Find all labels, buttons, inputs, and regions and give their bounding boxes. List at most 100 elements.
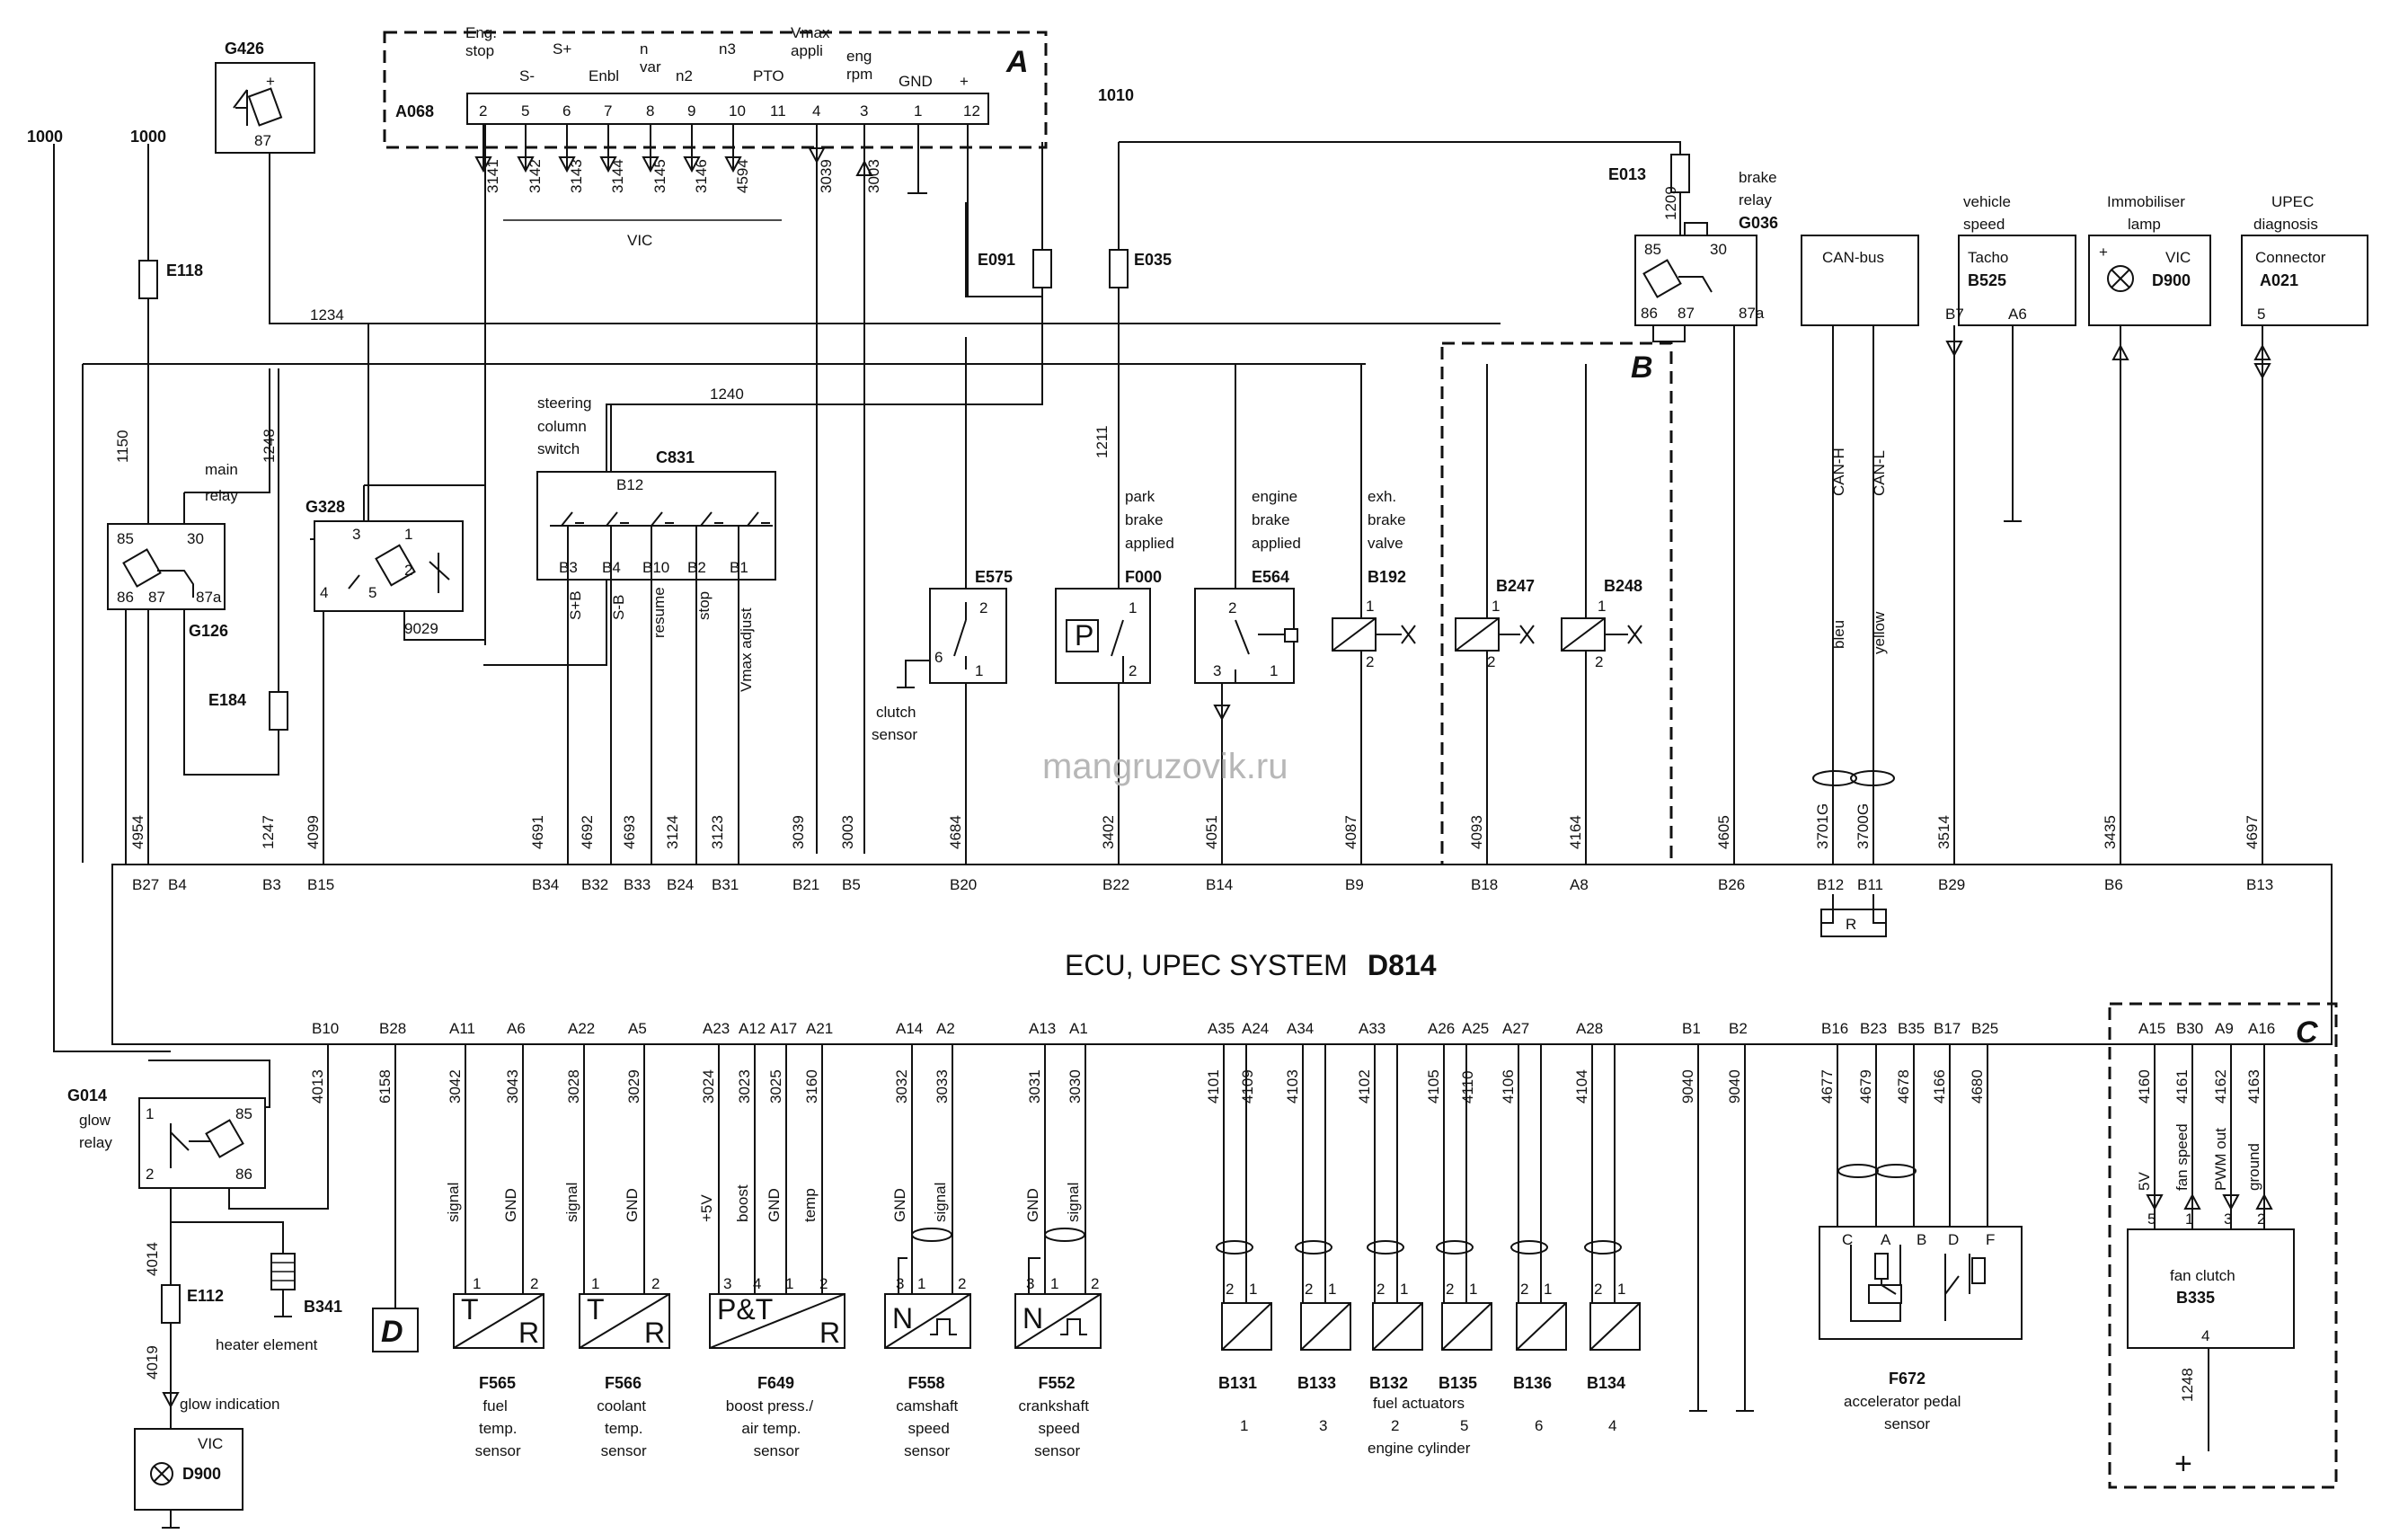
e118-label: E118 xyxy=(166,262,203,279)
f558-line-0: camshaft xyxy=(896,1397,958,1414)
ecu-wire-4697: 4697 xyxy=(2244,815,2261,849)
f552-pin-0: 3 xyxy=(1026,1275,1034,1292)
ecu-wire-3024-6: 3024 xyxy=(700,1069,717,1104)
tacho-title-2: speed xyxy=(1963,216,2005,233)
ecu-wire-4677-24: 4677 xyxy=(1819,1069,1836,1104)
wire-1209: 1209 xyxy=(1662,186,1679,220)
g328-pin-4: 4 xyxy=(320,584,328,601)
e564-title-1: engine xyxy=(1252,488,1297,505)
immobiliser-plus: + xyxy=(2099,244,2108,261)
ecu-pin-B10-0: B10 xyxy=(312,1020,339,1037)
a068-pin-12: 12 xyxy=(963,102,980,120)
b192-title-3: valve xyxy=(1368,535,1403,552)
a068-signal-8: Vmax xyxy=(791,24,830,41)
e013-label: E013 xyxy=(1608,165,1646,183)
ecu-pin-B21: B21 xyxy=(792,876,819,893)
ecu-pin-A17-8: A17 xyxy=(770,1020,797,1037)
arrow-3143 xyxy=(558,156,576,173)
wire-4019: 4019 xyxy=(144,1345,161,1379)
f566-line-2: sensor xyxy=(601,1442,647,1459)
B131-code: B131 xyxy=(1218,1374,1257,1392)
ecu-wire-3023-7: 3023 xyxy=(736,1069,753,1104)
b247-code: B247 xyxy=(1496,577,1535,595)
B133-code: B133 xyxy=(1297,1374,1336,1392)
f649-line-0: boost press./ xyxy=(726,1397,814,1414)
ecu-pin-A6-3: A6 xyxy=(507,1020,526,1037)
ecu-wire-3025-8: 3025 xyxy=(767,1069,784,1104)
bleu-label: bleu xyxy=(1830,620,1847,649)
fuse-e184: E184 xyxy=(208,691,288,731)
B136-pin-2: 2 xyxy=(1520,1281,1528,1298)
f558-line-2: sensor xyxy=(904,1442,950,1459)
g014-pin-1: 1 xyxy=(146,1105,154,1122)
ecu-wire-4162-31: 4162 xyxy=(2212,1069,2229,1104)
g014-pin-85: 85 xyxy=(235,1105,252,1122)
ecu-wire-6158-1: 6158 xyxy=(376,1069,394,1104)
f649-line-2: sensor xyxy=(754,1442,800,1459)
b247-pin-2: 2 xyxy=(1487,653,1495,670)
ecu-wire-4692: 4692 xyxy=(579,815,596,849)
f565-line-2: sensor xyxy=(475,1442,521,1459)
can-wires: CAN-H CAN-L bleu yellow xyxy=(1812,448,1895,786)
g328-pin-2: 2 xyxy=(404,562,412,579)
f558-signal-1: signal xyxy=(932,1183,949,1222)
c831-label-4: Vmax adjust xyxy=(738,607,755,692)
ecu-wire-1247: 1247 xyxy=(260,815,277,849)
f672-line-2: sensor xyxy=(1884,1415,1930,1432)
ecu-pin-B28-1: B28 xyxy=(379,1020,406,1037)
ecu-pin-A22-4: A22 xyxy=(568,1020,595,1037)
e564-pin-3: 3 xyxy=(1213,662,1221,679)
f552-pin-1: 1 xyxy=(1050,1275,1058,1292)
ecu-wire-4102-17: 4102 xyxy=(1356,1069,1373,1104)
a068-wire-3144: 3144 xyxy=(609,159,626,193)
wire-1211: 1211 xyxy=(1093,425,1111,458)
ecu-label: ECU, UPEC SYSTEM xyxy=(1065,949,1348,981)
f566-code: F566 xyxy=(605,1374,642,1392)
B133-cyl: 3 xyxy=(1319,1417,1327,1434)
ecu-wire-4164: 4164 xyxy=(1567,815,1584,849)
B131-cyl: 1 xyxy=(1240,1417,1248,1434)
f565-signal-0: signal xyxy=(445,1183,462,1222)
f558-pin-1: 1 xyxy=(917,1275,925,1292)
ecu-wire-3039: 3039 xyxy=(790,815,807,849)
f672-letter-B: B xyxy=(1917,1231,1926,1248)
box-label-a: A xyxy=(1005,45,1029,79)
f649-signal-3: temp xyxy=(801,1188,819,1222)
e564-pin-1: 1 xyxy=(1270,662,1278,679)
f000-pin-1: 1 xyxy=(1129,599,1137,616)
B135-cyl: 5 xyxy=(1460,1417,1468,1434)
ecu-pin-B1-22: B1 xyxy=(1682,1020,1701,1037)
c831-switch-1 xyxy=(606,511,629,527)
box-label-c: C xyxy=(2296,1015,2318,1050)
ecu-wire-4679-25: 4679 xyxy=(1857,1069,1874,1104)
f672-code: F672 xyxy=(1889,1370,1926,1388)
b192-pin-1: 1 xyxy=(1366,598,1374,615)
a068-wire-3146: 3146 xyxy=(693,159,710,193)
ecu-pin-B27: B27 xyxy=(132,876,159,893)
b192-code: B192 xyxy=(1368,568,1406,586)
upec-diagnosis-a021: UPEC diagnosis Connector A021 5 xyxy=(2241,193,2368,872)
switch-e564: engine brake applied E564 2 3 1 xyxy=(1194,364,1301,872)
e564-title-3: applied xyxy=(1252,535,1301,552)
e564-title-2: brake xyxy=(1252,511,1290,528)
f558-line-1: speed xyxy=(908,1420,950,1437)
g014-pin-2: 2 xyxy=(146,1166,154,1183)
f552-pin-2: 2 xyxy=(1091,1275,1099,1292)
g328-pin-5: 5 xyxy=(368,584,376,601)
fan-pin-3: 3 xyxy=(2224,1210,2232,1228)
ecu-pin-A26-18: A26 xyxy=(1428,1020,1455,1037)
ecu-wire-4099: 4099 xyxy=(305,815,322,849)
B134-cyl: 4 xyxy=(1608,1417,1616,1434)
f000-title-1: park xyxy=(1125,488,1155,505)
immobiliser-vic: VIC xyxy=(2165,249,2191,266)
f672-letter-C: C xyxy=(1842,1231,1853,1248)
ecu-wire-3435: 3435 xyxy=(2102,815,2119,849)
